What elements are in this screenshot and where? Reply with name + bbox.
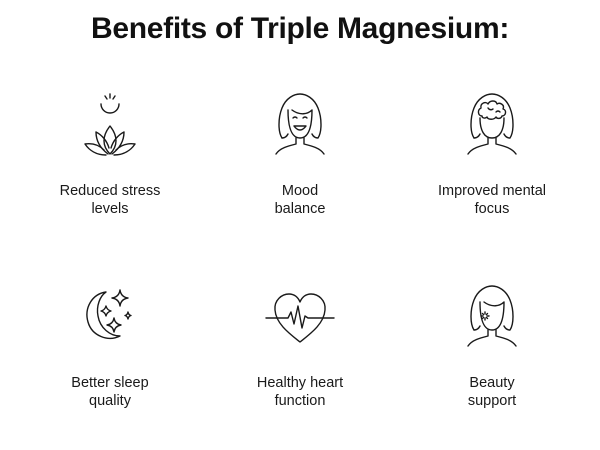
benefit-label: levels xyxy=(91,201,129,217)
benefit-label: Better sleep xyxy=(71,375,149,391)
benefit-label: focus xyxy=(474,201,510,217)
benefit-label: function xyxy=(274,393,326,409)
benefit-reduced-stress: Reduced stress levels xyxy=(10,88,210,218)
benefit-label: balance xyxy=(274,201,326,217)
benefit-label: support xyxy=(467,393,517,409)
lotus-moon-icon xyxy=(84,93,136,156)
smiling-woman-icon xyxy=(275,93,325,155)
benefit-label: Beauty xyxy=(469,375,515,391)
moon-stars-icon xyxy=(86,289,132,340)
benefit-beauty-support: Beauty support xyxy=(392,280,592,410)
heart-pulse-icon xyxy=(265,293,335,343)
sparkle-face-icon xyxy=(467,285,517,347)
benefit-label: Improved mental xyxy=(438,183,546,199)
benefit-mental-focus: Improved mental focus xyxy=(392,88,592,218)
benefit-label: Mood xyxy=(281,183,319,199)
page-title: Benefits of Triple Magnesium: xyxy=(90,12,510,45)
benefit-better-sleep: Better sleep quality xyxy=(10,280,210,410)
benefit-mood-balance: Mood balance xyxy=(200,88,400,218)
benefit-label: Healthy heart xyxy=(256,375,344,391)
benefit-healthy-heart: Healthy heart function xyxy=(200,280,400,410)
benefit-label: Reduced stress xyxy=(59,183,161,199)
benefit-label: quality xyxy=(89,393,131,409)
brain-head-icon xyxy=(467,93,517,155)
